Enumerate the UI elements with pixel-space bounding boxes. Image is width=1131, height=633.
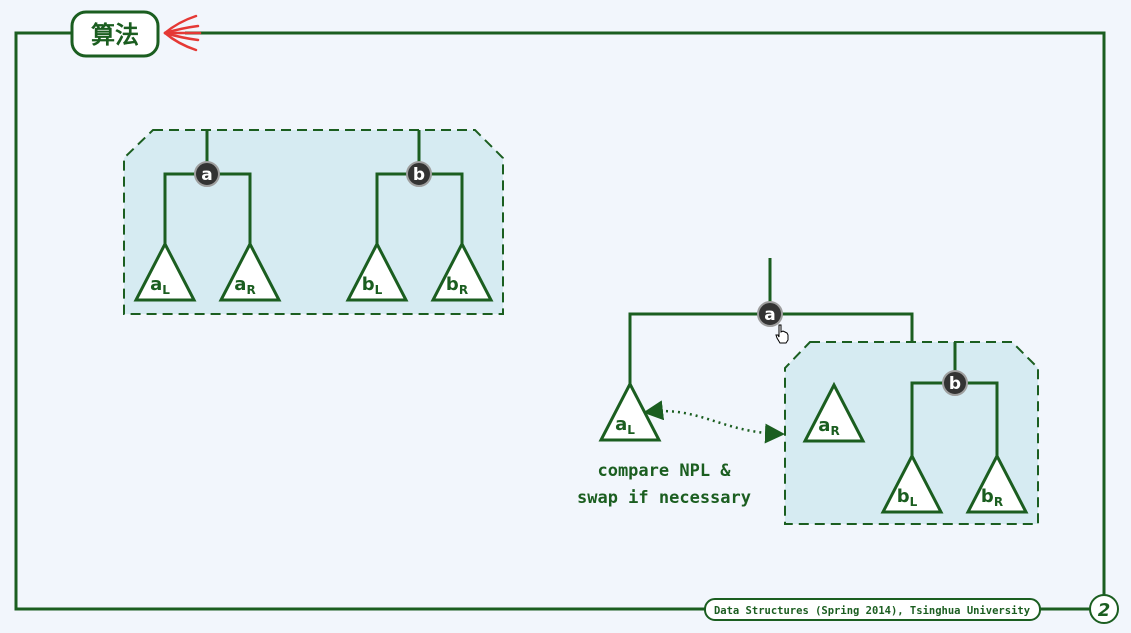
hand-cursor-icon (775, 324, 789, 344)
left-diagram: a b aL aR bL bR (123, 129, 504, 315)
npl-compare-arrow (643, 400, 785, 444)
left-edges (163, 130, 464, 244)
svg-text:a: a (764, 305, 775, 325)
svg-text:bR: bR (981, 486, 1003, 509)
svg-text:b: b (413, 165, 425, 185)
right-node-b: b (942, 370, 968, 396)
svg-text:aR: aR (818, 415, 839, 438)
svg-text:bL: bL (897, 486, 918, 509)
svg-text:bL: bL (362, 274, 383, 297)
left-node-b: b (406, 161, 432, 187)
right-edges (628, 258, 999, 456)
svg-text:aR: aR (234, 274, 255, 297)
title-badge: 算法 (70, 10, 160, 58)
right-subtree-aL: aL (598, 380, 662, 442)
left-subtree-aR: aR (218, 240, 282, 302)
caption-line-1: compare NPL & (597, 461, 731, 481)
right-subtree-bL: bL (880, 452, 944, 514)
right-diagram: a b aL aR bL bR compare NPL & swap if ne… (577, 258, 1039, 525)
right-subtree-bR: bR (965, 452, 1029, 514)
slide-frame (14, 31, 1106, 611)
svg-text:aL: aL (150, 274, 170, 297)
left-subtree-bR: bR (430, 240, 494, 302)
right-subtree-aR: aR (802, 381, 866, 443)
footer-badge: Data Structures (Spring 2014), Tsinghua … (704, 598, 1041, 621)
svg-text:a: a (201, 165, 212, 185)
svg-text:b: b (949, 374, 961, 394)
page-number-badge: 2 (1089, 594, 1119, 624)
page-number: 2 (1098, 600, 1111, 621)
title-arrow-icon (163, 14, 202, 52)
slide-title: 算法 (91, 21, 139, 49)
left-subtree-bL: bL (345, 240, 409, 302)
left-subtree-aL: aL (133, 240, 197, 302)
svg-text:aL: aL (615, 414, 635, 437)
right-node-a: a (757, 301, 783, 327)
footer-text: Data Structures (Spring 2014), Tsinghua … (714, 605, 1031, 617)
left-node-a: a (194, 161, 220, 187)
caption-line-2: swap if necessary (577, 488, 751, 508)
svg-text:bR: bR (446, 274, 468, 297)
